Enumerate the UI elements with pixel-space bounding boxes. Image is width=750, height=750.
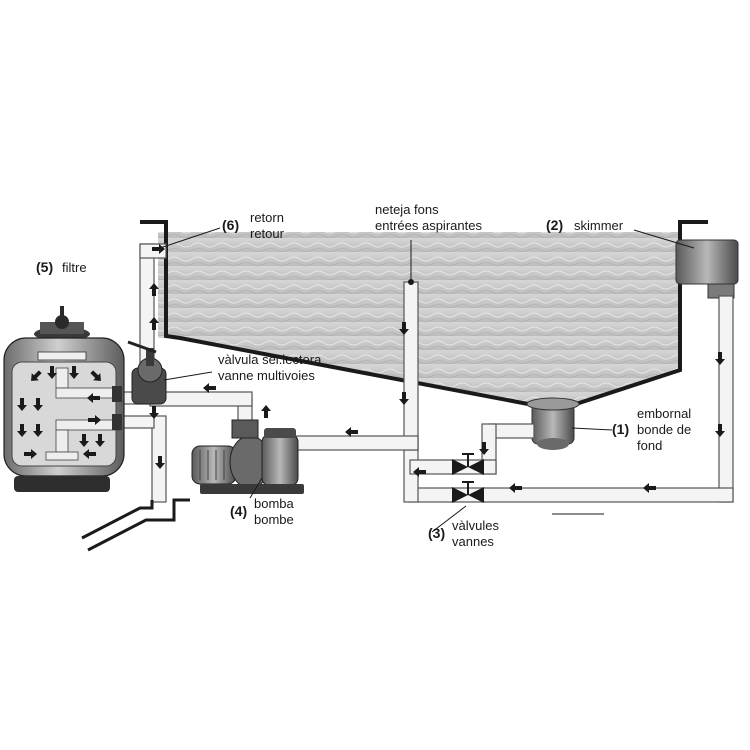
label-main-drain: (1) embornal bonde de fond [612, 406, 691, 453]
arrow-icon [33, 398, 43, 411]
label-valve-selector-line1: vàlvula sel.lectora [218, 352, 322, 367]
label-valves-num: (3) [428, 525, 445, 541]
valves [452, 453, 484, 503]
label-skimmer: (2) skimmer [546, 217, 624, 233]
arrow-icon [149, 406, 159, 419]
arrow-icon [345, 427, 358, 437]
arrow-icon [79, 434, 89, 447]
label-pump-line1: bomba [254, 496, 295, 511]
skimmer-box [675, 239, 739, 299]
label-skimmer-num: (2) [546, 217, 563, 233]
label-pump: (4) bomba bombe [230, 496, 295, 527]
label-return-line1: retorn [250, 210, 284, 225]
arrow-icon [87, 393, 100, 403]
valve-icon [452, 481, 484, 503]
label-valve-selector: vàlvula sel.lectora vanne multivoies [218, 352, 322, 383]
valve-icon [452, 453, 484, 475]
arrow-icon [715, 424, 725, 437]
label-main-drain-line2: bonde de [637, 422, 691, 437]
arrow-icon [24, 449, 37, 459]
arrow-icon [203, 383, 216, 393]
arrow-icon [155, 456, 165, 469]
waste-drain-lines [81, 498, 190, 552]
label-pump-num: (4) [230, 503, 247, 519]
arrow-icon [17, 398, 27, 411]
arrow-icon [152, 244, 165, 254]
multiport-valve [127, 340, 167, 405]
label-main-drain-line1: embornal [637, 406, 691, 421]
arrow-icon [69, 366, 79, 379]
label-return-num: (6) [222, 217, 239, 233]
label-valve-selector-line2: vanne multivoies [218, 368, 315, 383]
main-drain [526, 397, 580, 450]
label-filter-text: filtre [62, 260, 87, 275]
arrow-icon [413, 467, 426, 477]
arrow-icon [399, 392, 409, 405]
arrow-icon [95, 434, 105, 447]
label-valves: (3) vàlvules vannes [428, 518, 499, 549]
arrow-icon [47, 366, 57, 379]
label-main-drain-line3: fond [637, 438, 662, 453]
pump [191, 419, 304, 494]
label-valves-line2: vannes [452, 534, 494, 549]
arrow-icon [479, 442, 489, 455]
arrow-icon [83, 449, 96, 459]
label-vacuum-line1: neteja fons [375, 202, 439, 217]
label-skimmer-text: skimmer [574, 218, 624, 233]
pump-icon [191, 419, 304, 494]
arrow-icon [17, 424, 27, 437]
label-valves-line1: vàlvules [452, 518, 499, 533]
filter-tank-icon [3, 306, 125, 492]
flow-arrows [17, 244, 725, 493]
arrow-icon [31, 370, 42, 381]
label-pump-line2: bombe [254, 512, 294, 527]
label-vacuum: neteja fons entrées aspirantes [375, 202, 482, 233]
arrow-icon [90, 370, 101, 381]
label-return-line2: retour [250, 226, 285, 241]
arrow-icon [715, 352, 725, 365]
label-main-drain-num: (1) [612, 421, 629, 437]
label-filter-num: (5) [36, 259, 53, 275]
label-filter: (5) filtre [36, 259, 87, 275]
leader-lines [159, 227, 695, 533]
arrow-icon [399, 322, 409, 335]
arrow-icon [509, 483, 522, 493]
label-vacuum-line2: entrées aspirantes [375, 218, 482, 233]
pipework [119, 243, 734, 503]
arrow-icon [261, 405, 271, 418]
vacuum-port [408, 279, 414, 285]
arrow-icon [88, 415, 101, 425]
arrow-icon [149, 317, 159, 330]
sand-filter [3, 306, 125, 492]
skimmer-box-icon [675, 239, 739, 285]
arrow-icon [643, 483, 656, 493]
arrow-icon [33, 424, 43, 437]
arrow-icon [149, 283, 159, 296]
label-return: (6) retorn retour [222, 210, 285, 241]
